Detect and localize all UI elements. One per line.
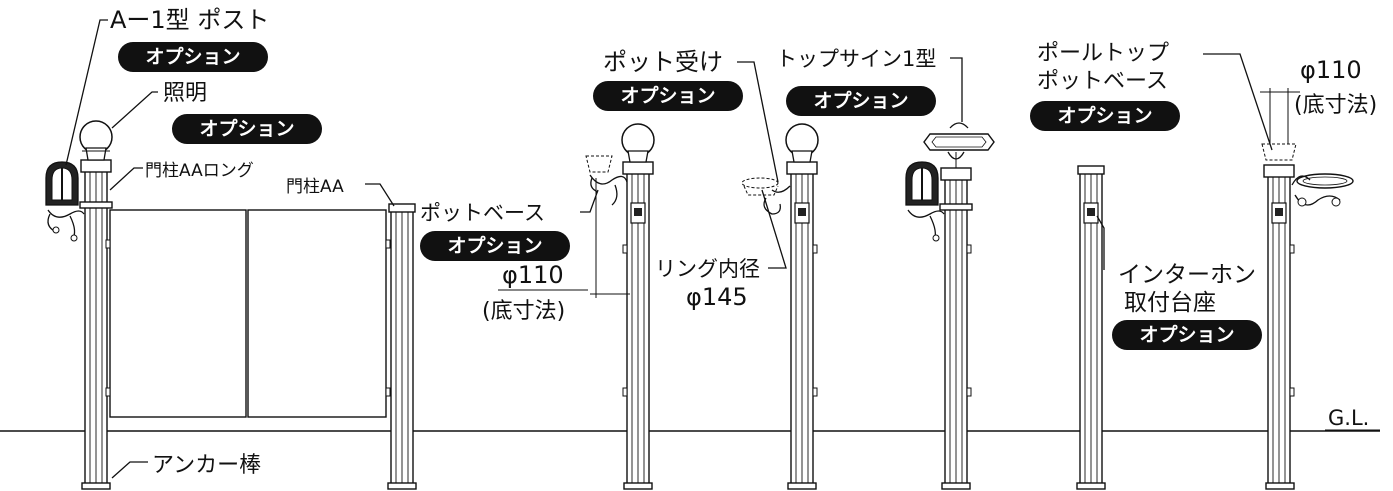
label-top-sign: トップサイン1型 xyxy=(776,47,936,71)
svg-text:オプション: オプション xyxy=(199,117,294,140)
post-intercom xyxy=(1076,165,1106,490)
option-badge-top-sign: オプション xyxy=(786,86,936,116)
post-lamp-potbase xyxy=(585,123,655,490)
leader-lines xyxy=(65,19,1300,479)
ground-label: G.L. xyxy=(1328,406,1369,430)
option-badge-lighting: オプション xyxy=(172,114,322,144)
svg-text:オプション: オプション xyxy=(813,89,908,112)
option-badge-pot-receiver: オプション xyxy=(593,81,743,111)
mailbox-a1 xyxy=(45,161,85,242)
post-aa-long xyxy=(45,120,113,490)
label-dim-110-left: φ110 xyxy=(502,261,564,289)
option-badge-pole-top: オプション xyxy=(1030,101,1180,131)
label-dim-110-right: φ110 xyxy=(1300,56,1362,84)
option-badge-post: オプション xyxy=(118,42,268,72)
label-dim-base-left: (底寸法) xyxy=(482,299,565,324)
post-lamp-potreceiver xyxy=(741,123,819,490)
lamp-fixture xyxy=(79,120,113,161)
option-badge-pot-base: オプション xyxy=(420,231,570,261)
svg-text:オプション: オプション xyxy=(620,84,715,107)
label-anchor: アンカー棒 xyxy=(152,453,261,478)
label-lighting: 照明 xyxy=(163,81,207,106)
label-intercom-1: インターホン xyxy=(1118,262,1256,288)
post-poletop xyxy=(1260,88,1354,490)
label-pot-receiver: ポット受け xyxy=(603,48,723,76)
label-dim-base-right: (底寸法) xyxy=(1294,93,1377,118)
label-intercom-2: 取付台座 xyxy=(1124,290,1216,316)
svg-text:オプション: オプション xyxy=(1057,104,1152,127)
option-badge-intercom: オプション xyxy=(1112,320,1262,350)
label-gate-post: 門柱AA xyxy=(286,177,344,197)
label-post-a1: Aー1型 ポスト xyxy=(110,6,269,34)
label-pole-top-2: ポットベース xyxy=(1037,69,1168,94)
post-aa xyxy=(387,203,417,490)
label-ring-dim: φ145 xyxy=(686,283,748,311)
svg-text:オプション: オプション xyxy=(145,45,240,68)
label-gate-post-long: 門柱AAロング xyxy=(145,161,254,181)
fence-panels xyxy=(105,209,391,418)
label-pot-base: ポットベース xyxy=(420,201,545,225)
label-ring-inner-diameter: リング内径 xyxy=(655,257,760,281)
svg-text:オプション: オプション xyxy=(447,234,542,257)
post-topsign xyxy=(905,122,995,490)
label-pole-top-1: ポールトップ xyxy=(1037,41,1169,66)
svg-text:オプション: オプション xyxy=(1139,323,1234,346)
